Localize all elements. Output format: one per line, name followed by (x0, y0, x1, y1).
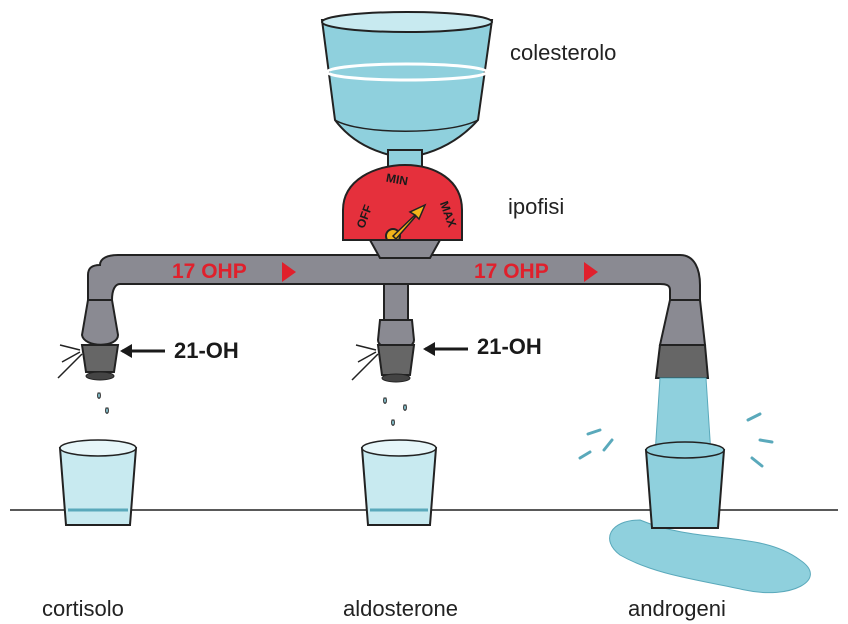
cholesterol-reservoir (322, 12, 492, 172)
label-colesterolo: colesterolo (510, 40, 616, 66)
cup-androgeni (646, 442, 724, 528)
middle-tap (352, 320, 414, 425)
water-puddle (610, 520, 811, 593)
cup-cortisolo (60, 440, 136, 525)
enzyme-label-middle: 21-OH (477, 334, 542, 360)
cup-aldosterone (362, 440, 436, 525)
label-cortisolo: cortisolo (42, 596, 124, 622)
label-androgeni: androgeni (628, 596, 726, 622)
enzyme-arrow-left-icon (120, 344, 165, 358)
left-tap (58, 300, 118, 413)
pituitary-gauge: OFF MIN MAX (343, 165, 462, 243)
enzyme-label-left: 21-OH (174, 338, 239, 364)
label-aldosterone: aldosterone (343, 596, 458, 622)
label-ipofisi: ipofisi (508, 194, 564, 220)
flow-label-left: 17 OHP (172, 260, 247, 284)
enzyme-arrow-middle-icon (423, 342, 468, 356)
flow-label-right: 17 OHP (474, 260, 549, 284)
